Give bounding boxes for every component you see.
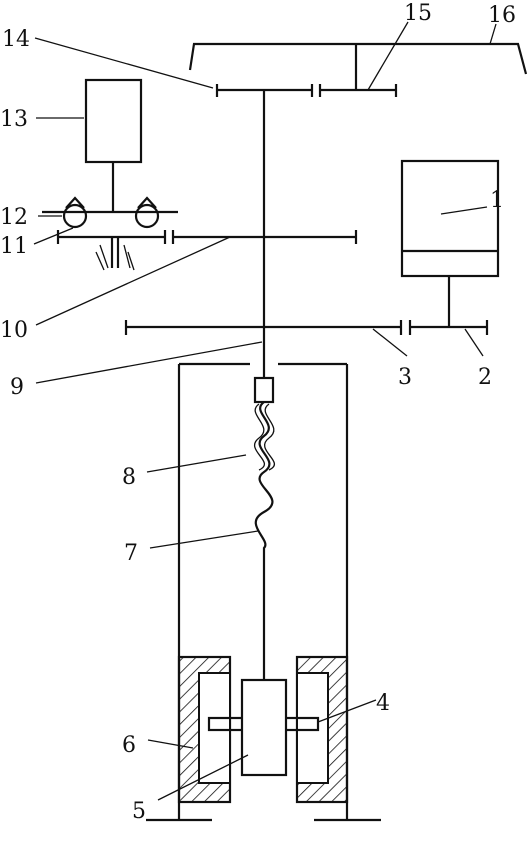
label-11: 11 [0, 234, 28, 259]
label-13: 13 [0, 107, 28, 132]
flexible-coupling [253, 376, 276, 680]
motor-1 [400, 159, 500, 327]
label-6: 6 [122, 733, 136, 758]
label-2: 2 [478, 365, 492, 390]
cam-assembly-12 [42, 196, 178, 229]
leader-lines [33, 21, 497, 801]
label-7: 7 [124, 541, 138, 566]
label-12: 12 [0, 205, 28, 230]
label-9: 9 [10, 375, 24, 400]
top-frame [188, 42, 528, 90]
gear-10-assembly [56, 230, 358, 271]
label-4: 4 [376, 691, 390, 716]
label-15: 15 [404, 1, 432, 26]
label-5: 5 [132, 799, 146, 824]
motor-13 [84, 78, 143, 212]
label-8: 8 [122, 465, 136, 490]
upper-gear-pair [215, 84, 398, 97]
label-16: 16 [488, 3, 516, 28]
label-14: 14 [2, 27, 30, 52]
rotor-assembly [177, 655, 349, 804]
label-10: 10 [0, 318, 28, 343]
label-3: 3 [398, 365, 412, 390]
gear-3-2-pair [124, 320, 489, 335]
label-1: 1 [490, 188, 504, 213]
part-labels: 1 2 3 4 5 6 7 8 9 10 11 12 13 14 15 16 [0, 1, 516, 824]
